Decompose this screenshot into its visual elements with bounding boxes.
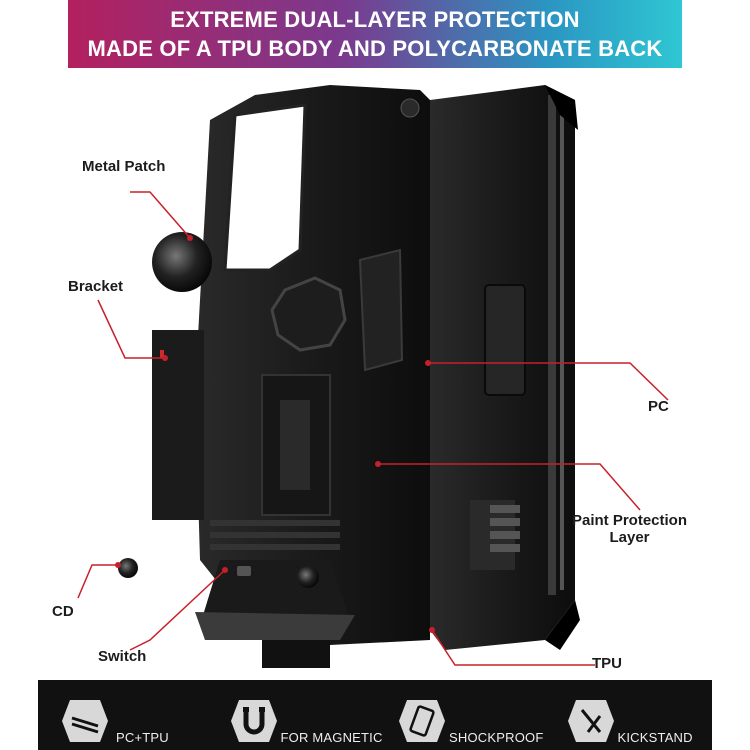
feature-magnetic: FOR MAGNETIC [207,680,382,750]
callout-bracket: Bracket [68,278,124,295]
grip-ridges [210,520,340,550]
layers-icon [62,700,108,742]
header-line-1: EXTREME DUAL-LAYER PROTECTION [170,7,580,32]
feature-pc-tpu: PC+TPU [38,680,207,750]
header-line-2: MADE OF A TPU BODY AND POLYCARBONATE BAC… [87,36,663,61]
callout-lines [77,191,669,666]
tpu-body [195,85,430,668]
callout-switch: Switch [98,648,147,665]
case-exploded-illustration [77,85,669,668]
header-banner: EXTREME DUAL-LAYER PROTECTION MADE OF A … [68,0,682,68]
feature-label-magnetic: FOR MAGNETIC [280,730,383,745]
callout-paint-protection-line-1: Paint Protection [572,512,688,529]
callout-dots [115,235,435,633]
feature-label-shockproof: SHOCKPROOF [449,730,544,745]
feature-kickstand: KICKSTAND [544,680,713,750]
kickstand-icon [567,700,614,742]
feature-shockproof: SHOCKPROOF [375,680,544,750]
pc-back-shell [430,85,580,650]
feature-bar: PC+TPU FOR MAGNETIC SHOCKPROOF KICKSTAND [38,680,712,750]
side-buttons [490,505,520,552]
callout-tpu: TPU [592,655,622,672]
metal-patch-disc [152,232,212,292]
magnet-icon [230,700,277,742]
callout-metal-patch: Metal Patch [82,158,166,175]
callout-cd: CD [52,603,74,620]
feature-label-kickstand: KICKSTAND [617,730,693,745]
callout-pc: PC [648,398,669,415]
phone-shield-icon [399,700,445,742]
feature-label-pc-tpu: PC+TPU [116,730,169,745]
callout-paint-protection-line-2: Layer [609,529,650,546]
cd-disc [118,558,138,578]
callout-paint-protection: Paint Protection Layer [572,512,687,546]
bracket-piece [152,330,204,520]
